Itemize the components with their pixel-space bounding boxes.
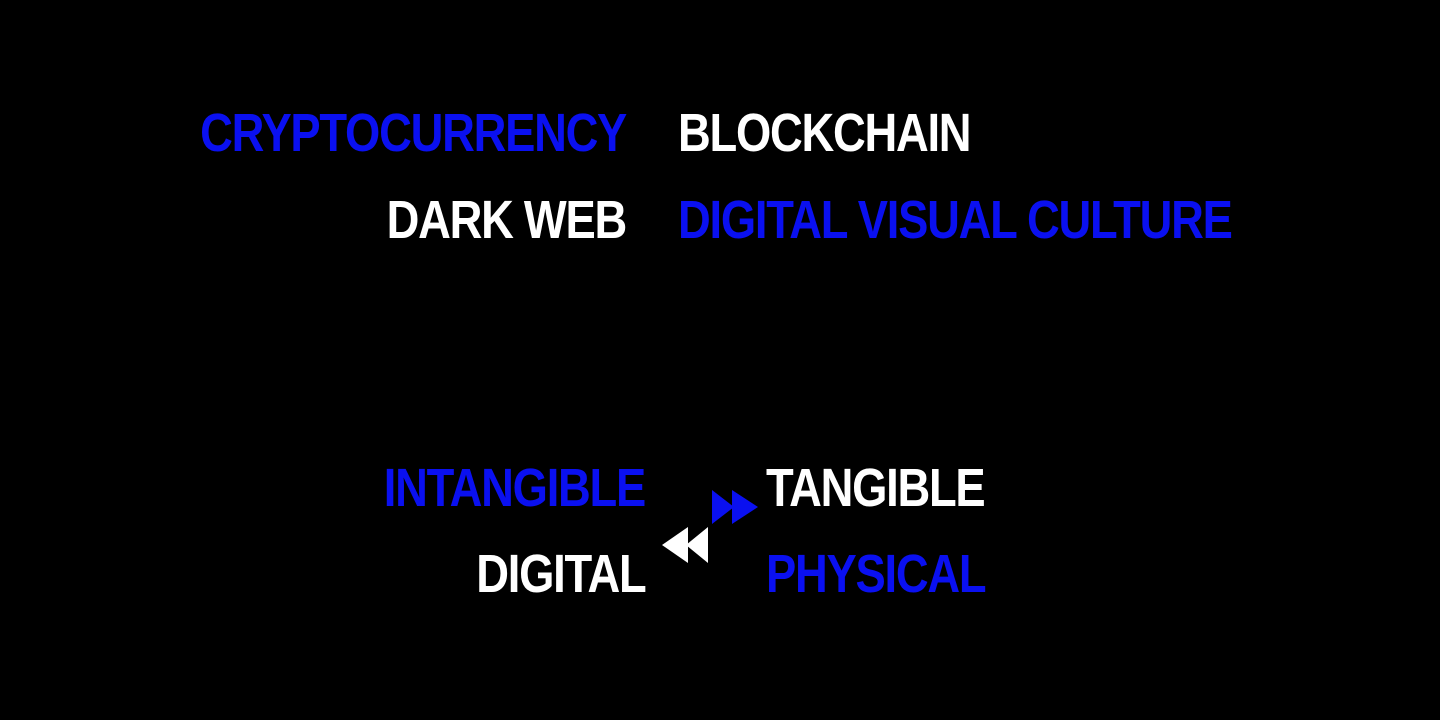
term-dark-web: DARK WEB <box>386 190 628 250</box>
term-tangible: TANGIBLE <box>766 458 986 518</box>
term-cryptocurrency: CRYPTOCURRENCY <box>200 103 627 163</box>
fast-forward-icon <box>712 490 758 524</box>
term-intangible: INTANGIBLE <box>383 458 646 518</box>
term-physical: PHYSICAL <box>766 544 987 604</box>
term-digital-visual-culture: DIGITAL VISUAL CULTURE <box>678 190 1233 250</box>
rewind-icon <box>662 527 708 563</box>
term-blockchain: BLOCKCHAIN <box>678 103 972 163</box>
term-digital: DIGITAL <box>475 544 646 604</box>
